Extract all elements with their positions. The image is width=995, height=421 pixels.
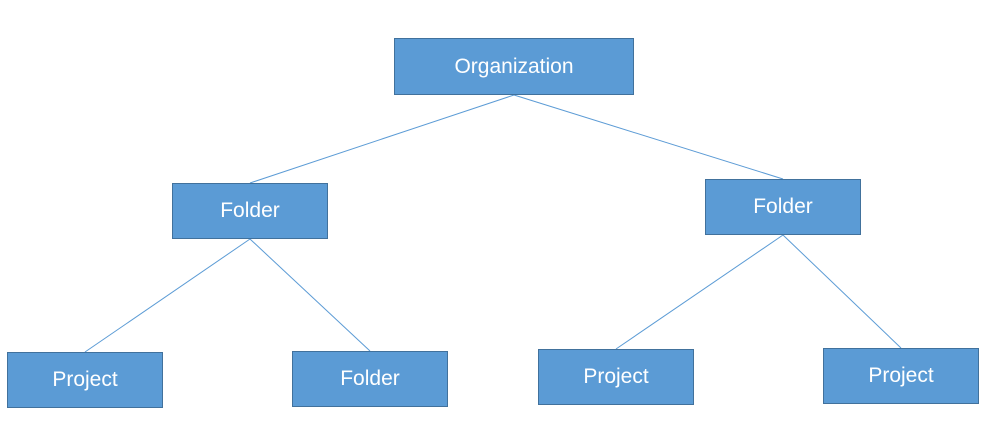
project-node-3: Project — [823, 348, 979, 404]
connector-organization-folder-right — [513, 94, 784, 180]
connector-folder-right-project-left — [615, 234, 784, 350]
folder-node-left-label: Folder — [220, 199, 280, 222]
connector-folder-left-folder — [249, 238, 371, 352]
folder-node-child: Folder — [292, 351, 448, 407]
project-node-2: Project — [538, 349, 694, 405]
connector-organization-folder-left — [249, 94, 515, 184]
organization-node-label: Organization — [454, 54, 574, 78]
folder-node-right-label: Folder — [753, 195, 813, 218]
folder-node-right: Folder — [705, 179, 861, 235]
connector-folder-right-project-right — [782, 234, 902, 349]
project-node-1: Project — [7, 352, 163, 408]
folder-node-left: Folder — [172, 183, 328, 239]
connector-folder-left-project — [84, 238, 251, 353]
folder-node-child-label: Folder — [340, 367, 400, 390]
project-node-1-label: Project — [52, 368, 118, 391]
organization-node: Organization — [394, 38, 634, 95]
project-node-2-label: Project — [583, 365, 649, 388]
project-node-3-label: Project — [868, 364, 934, 387]
